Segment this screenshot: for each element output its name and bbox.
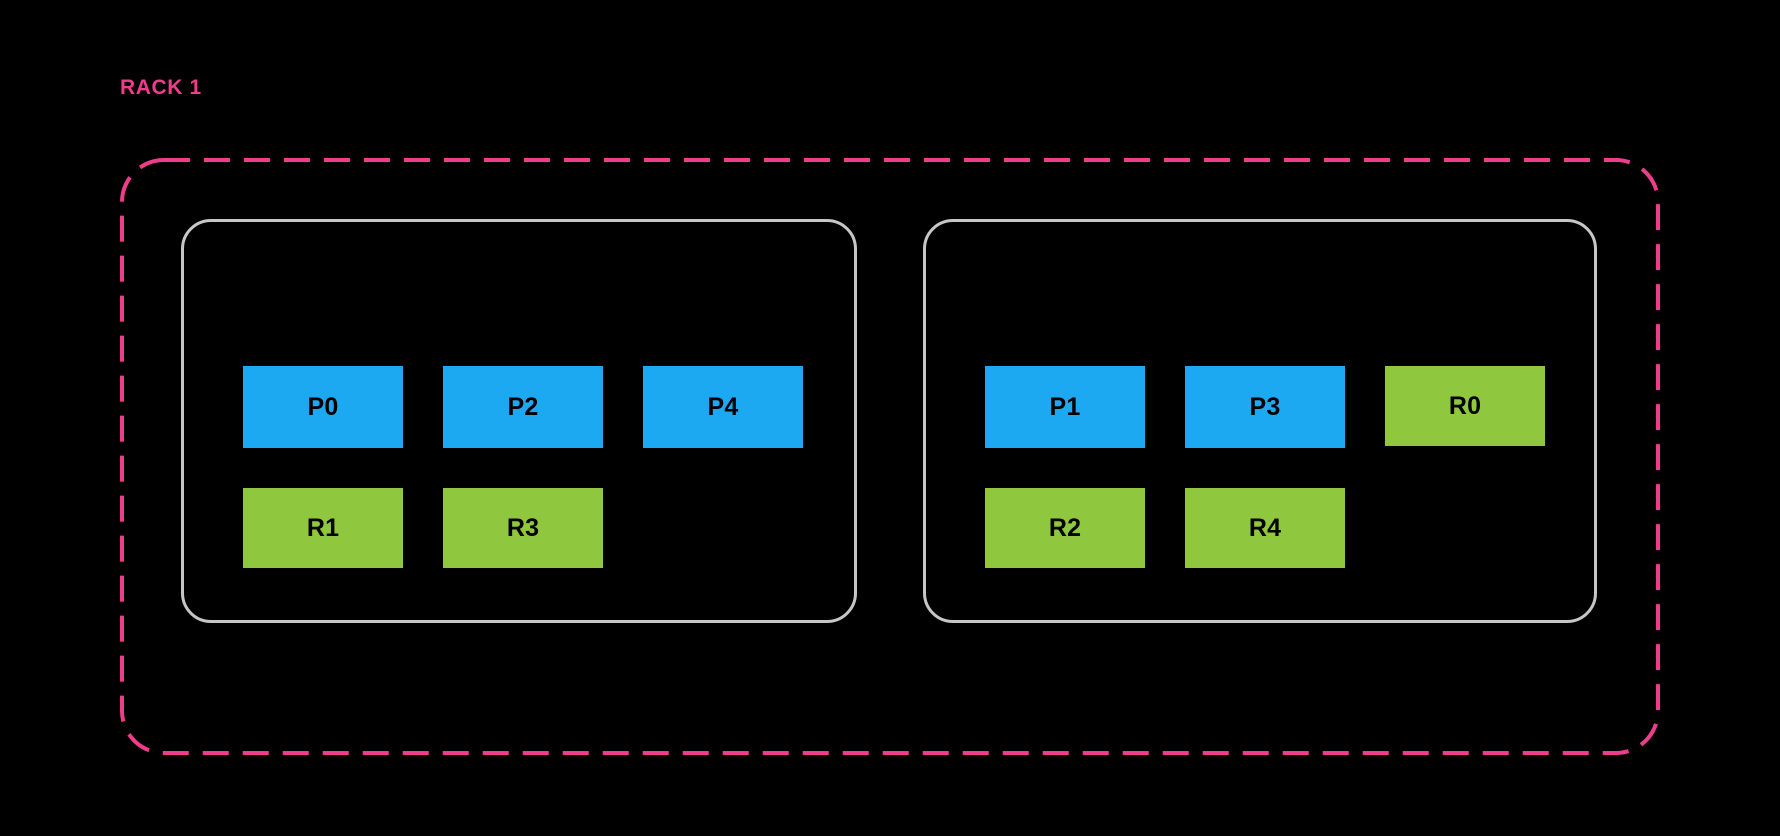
shard-row-1-1: R2 R4 xyxy=(985,488,1545,570)
shard-row-1-0: P1 P3 R0 xyxy=(985,366,1545,448)
shard-p1[interactable]: P1 xyxy=(985,366,1145,448)
shard-r2[interactable]: R2 xyxy=(985,488,1145,568)
shard-r4[interactable]: R4 xyxy=(1185,488,1345,568)
shard-row-0-1: R1 R3 xyxy=(243,488,803,570)
shard-grid-1: P1 P3 R0 R2 R4 xyxy=(985,366,1545,570)
shard-p2[interactable]: P2 xyxy=(443,366,603,448)
shard-p3[interactable]: P3 xyxy=(1185,366,1345,448)
shard-p4[interactable]: P4 xyxy=(643,366,803,448)
shard-r1[interactable]: R1 xyxy=(243,488,403,568)
shard-r0[interactable]: R0 xyxy=(1385,366,1545,446)
node-box-1: P1 P3 R0 R2 R4 xyxy=(923,219,1597,623)
shard-grid-0: P0 P2 P4 R1 R3 xyxy=(243,366,803,570)
node-box-0: P0 P2 P4 R1 R3 xyxy=(181,219,857,623)
rack-label: RACK 1 xyxy=(120,76,202,99)
shard-p0[interactable]: P0 xyxy=(243,366,403,448)
shard-row-0-0: P0 P2 P4 xyxy=(243,366,803,448)
shard-r3[interactable]: R3 xyxy=(443,488,603,568)
